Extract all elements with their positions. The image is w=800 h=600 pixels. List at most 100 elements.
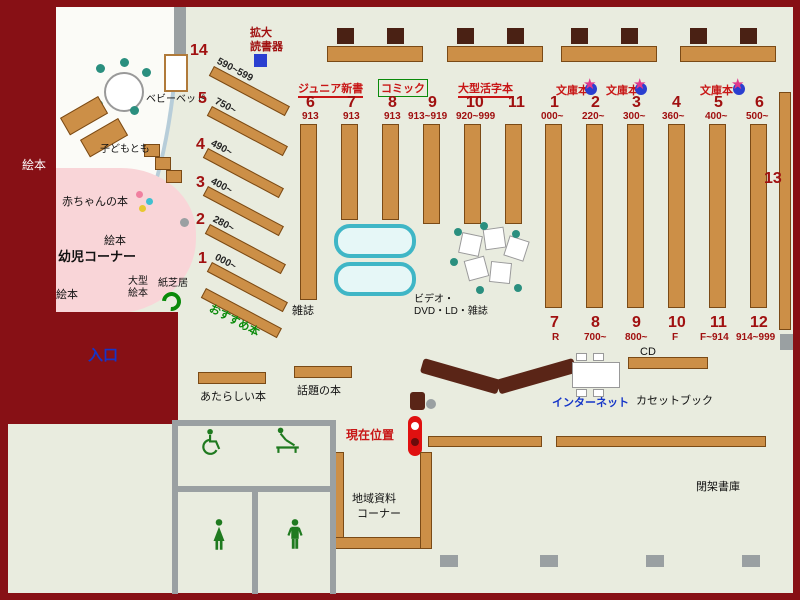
stool	[480, 222, 488, 230]
class-range: 800~	[625, 332, 648, 343]
counter-desk	[410, 392, 425, 410]
outer-wall-left-strip	[0, 0, 56, 316]
outer-wall-right	[793, 0, 800, 600]
group-seat	[488, 260, 513, 285]
pillar	[440, 555, 458, 567]
stool	[454, 228, 462, 236]
class-range: F~914	[700, 332, 729, 343]
comic-label: コミック	[378, 79, 428, 97]
reading-table	[680, 46, 776, 62]
shelf-column	[709, 124, 726, 308]
cushion-dot	[139, 205, 146, 212]
star-icon: ★	[583, 76, 597, 95]
regional-corner-label: コーナー	[357, 508, 401, 520]
chair	[507, 28, 524, 44]
chair	[387, 28, 404, 44]
service-counter	[419, 358, 501, 395]
group-seat	[503, 235, 530, 262]
shelf-number: 2	[591, 94, 600, 111]
magnifier-label: 読書器	[250, 41, 283, 53]
shelf-number: 13	[764, 170, 782, 187]
chair	[576, 389, 587, 397]
shelf-number: 6	[755, 94, 764, 111]
shelf-column	[423, 124, 440, 224]
shelf-number: 5	[198, 90, 207, 107]
current-location-label: 現在位置	[346, 428, 395, 442]
regional-shelf	[332, 537, 432, 549]
shelf-column	[545, 124, 562, 308]
star-icon: ★	[731, 76, 745, 95]
shelf-column	[341, 124, 358, 220]
reading-table	[327, 46, 423, 62]
pillar	[780, 334, 793, 350]
large-picture-books-label: 絵本	[128, 288, 148, 299]
class-range: 500~	[746, 111, 769, 122]
shelf-number: 4	[196, 136, 205, 153]
shelf-number: 6	[306, 94, 315, 111]
class-range: 920~999	[456, 111, 496, 122]
class-range: 000~	[541, 111, 564, 122]
wall	[172, 420, 336, 426]
stool	[96, 64, 105, 73]
shelf-number: 2	[196, 211, 205, 228]
cd-label: CD	[640, 346, 656, 358]
class-range: 700~	[584, 332, 607, 343]
shelf-number: 5	[714, 94, 723, 111]
stool	[142, 68, 151, 77]
shelf-number: 3	[196, 174, 205, 191]
stool	[512, 230, 520, 238]
step-bench	[155, 157, 171, 170]
wall	[330, 486, 336, 594]
pillar-dot	[426, 399, 436, 409]
outer-wall-bottom	[0, 593, 800, 600]
class-range: 360~	[662, 111, 685, 122]
bunko-label: 文庫本	[700, 85, 733, 97]
magnifier-device	[254, 54, 267, 67]
pillar	[540, 555, 558, 567]
chair	[740, 28, 757, 44]
magnifier-label: 拡大	[250, 27, 272, 39]
outer-wall-left-lower	[0, 424, 8, 600]
shelf-number: 10	[466, 94, 484, 111]
pillar-dot	[180, 218, 189, 227]
shelf-number: 10	[668, 314, 686, 331]
stool	[514, 284, 522, 292]
shelf-number: 12	[750, 314, 768, 331]
pin-dot	[411, 422, 419, 430]
shelf-number: 8	[388, 94, 397, 111]
shelf-column	[586, 124, 603, 308]
entrance-label: 入口	[88, 347, 119, 364]
pillar	[742, 555, 760, 567]
shelf-number: 11	[710, 314, 727, 331]
shelf-number: 3	[632, 94, 641, 111]
chair	[690, 28, 707, 44]
stool	[450, 258, 458, 266]
junior-books-label: ジュニア新書	[298, 80, 364, 98]
chair	[621, 28, 638, 44]
reading-table	[561, 46, 657, 62]
shelf-number: 9	[428, 94, 437, 111]
stool	[476, 286, 484, 294]
new-books-label: あたらしい本	[200, 391, 266, 403]
teal-table	[334, 224, 416, 258]
class-range: 220~	[582, 111, 605, 122]
infant-corner-area	[56, 168, 196, 314]
baby-books-label: 赤ちゃんの本	[62, 196, 128, 208]
chair	[593, 353, 604, 361]
chair	[576, 353, 587, 361]
topic-books-shelf	[294, 366, 352, 378]
cd-shelf	[628, 357, 708, 369]
wall	[252, 486, 258, 594]
shelf-column	[668, 124, 685, 308]
large-print-label: 大型活字本	[458, 80, 513, 98]
baby-bed-label: ベビーベッド	[146, 94, 206, 105]
shelf-number: 1	[550, 94, 559, 111]
shelf-number: 9	[632, 314, 641, 331]
stool	[130, 106, 139, 115]
shelf-number: 4	[672, 94, 681, 111]
shelf-column	[464, 124, 481, 224]
reading-table	[447, 46, 543, 62]
picture-books-label: 絵本	[22, 158, 47, 172]
class-range: F	[672, 332, 679, 343]
group-seat	[482, 226, 507, 251]
